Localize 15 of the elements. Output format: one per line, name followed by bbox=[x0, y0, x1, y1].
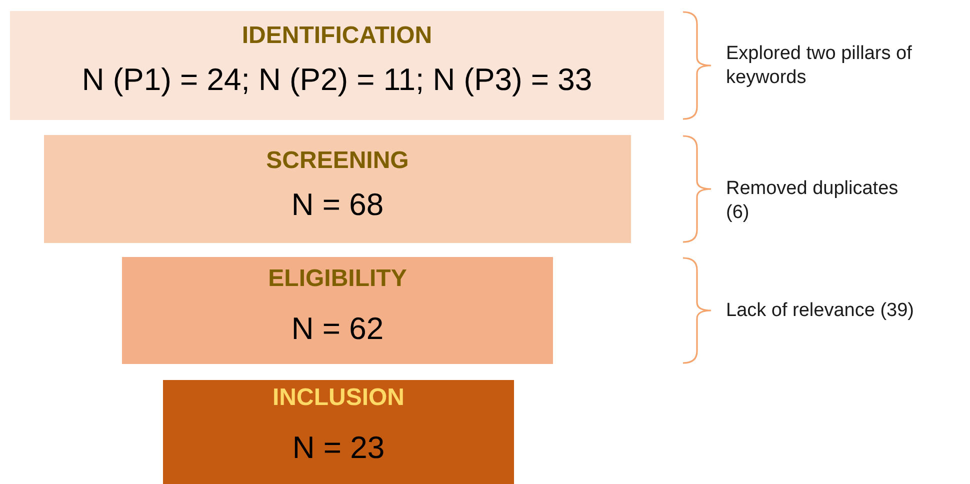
record-count: N = 23 bbox=[292, 430, 385, 466]
stage-box bbox=[10, 11, 664, 120]
stage-box bbox=[122, 257, 553, 364]
record-count: N (P1) = 24; N (P2) = 11; N (P3) = 33 bbox=[82, 62, 592, 98]
stage-title: IDENTIFICATION bbox=[242, 22, 432, 50]
stage-title: ELIGIBILITY bbox=[268, 265, 407, 293]
stage-title: INCLUSION bbox=[272, 384, 404, 412]
note-text: Removed duplicates (6) bbox=[726, 177, 900, 225]
note-text: Explored two pillars of keywords bbox=[726, 42, 913, 90]
stage-box bbox=[163, 380, 514, 484]
record-count: N = 62 bbox=[291, 311, 384, 347]
stage-title: SCREENING bbox=[266, 147, 409, 175]
record-count: N = 68 bbox=[291, 187, 384, 223]
note-text: Lack of relevance (39) bbox=[726, 298, 915, 322]
stage-box bbox=[44, 135, 631, 243]
